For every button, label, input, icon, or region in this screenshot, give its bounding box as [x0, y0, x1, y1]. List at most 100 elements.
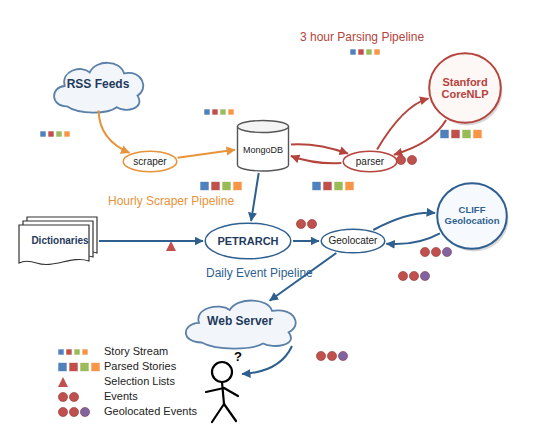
story-token: [374, 49, 380, 55]
data-token: [200, 182, 242, 191]
data-token: [166, 241, 176, 251]
process-ellipse-outline: [205, 223, 291, 259]
data-token: [396, 155, 416, 164]
flow-arrow: [178, 150, 236, 158]
legend-text: Story Stream: [104, 345, 168, 357]
parsed-token: [323, 182, 332, 191]
node-text-area: parser: [342, 150, 398, 173]
flow-arrow: [291, 144, 348, 153]
selection-token: [58, 377, 68, 387]
figure-leg: [212, 404, 224, 422]
process-ellipse: scraper: [122, 150, 178, 173]
node-text-area: Web Server: [176, 294, 304, 350]
service-circle: CLIFF Geolocation: [436, 182, 508, 250]
node-text-area: Geolocater: [320, 228, 386, 254]
node-text-area: RSS Feeds: [46, 56, 150, 114]
geo-event-token: [327, 351, 336, 360]
data-token: [58, 407, 89, 416]
data-token: [440, 130, 482, 139]
story-token: [74, 349, 80, 355]
event-token: [407, 155, 416, 164]
service-circle-outline: [437, 183, 507, 249]
figure-arm: [224, 388, 238, 396]
flow-arrow: [386, 233, 440, 244]
selection-token: [166, 241, 176, 251]
pipeline-label: Daily Event Pipeline: [206, 266, 313, 280]
data-token: [204, 109, 234, 115]
story-token: [82, 349, 88, 355]
data-token: [58, 349, 88, 355]
story-token: [220, 109, 226, 115]
story-token: [64, 131, 70, 137]
flow-arrow: [373, 213, 435, 230]
cylinder-top: [238, 121, 289, 133]
data-token: [58, 363, 100, 372]
story-token: [56, 131, 62, 137]
pipeline-label: 3 hour Parsing Pipeline: [300, 30, 424, 44]
geo-event-token: [316, 351, 325, 360]
legend-text: Events: [104, 390, 138, 402]
node-text-area: Stanford CoreNLP: [428, 52, 502, 124]
node-label: Stanford CoreNLP: [434, 76, 496, 101]
event-token: [396, 155, 405, 164]
figure-head: [212, 362, 232, 382]
story-token: [66, 349, 72, 355]
figure-body: [222, 382, 224, 404]
node-label: MongoDB: [243, 145, 283, 155]
story-token: [48, 131, 54, 137]
event-token: [296, 219, 305, 228]
process-ellipse-outline: [343, 151, 397, 172]
figure-leg: [224, 404, 236, 421]
flow-arrow: [99, 240, 203, 242]
geo-event-token: [431, 247, 440, 256]
geo-event-token: [442, 247, 451, 256]
data-token: [40, 131, 70, 137]
event-token: [69, 392, 78, 401]
stick-figure: [206, 362, 238, 422]
geo-event-token: [69, 407, 78, 416]
node-text-area: CLIFF Geolocation: [436, 182, 508, 250]
process-ellipse: parser: [342, 150, 398, 173]
story-token: [204, 109, 210, 115]
event-token: [58, 392, 67, 401]
source-cloud-outline: [54, 63, 143, 113]
story-token: [358, 49, 364, 55]
flow-arrow: [293, 240, 319, 242]
pipeline-label: Hourly Scraper Pipeline: [108, 194, 234, 208]
process-ellipse: Geolocater: [320, 228, 386, 254]
parsed-token: [473, 130, 482, 139]
geo-event-token: [338, 351, 347, 360]
story-token: [350, 49, 356, 55]
document-sheet: [19, 225, 89, 265]
parsed-token: [222, 182, 231, 191]
node-label: RSS Feeds: [67, 78, 130, 91]
flow-arrow: [291, 156, 341, 163]
parsed-token: [200, 182, 209, 191]
legend-text: Parsed Stories: [104, 360, 176, 372]
node-label: Geolocater: [329, 235, 378, 246]
data-token: [296, 219, 316, 228]
story-token: [228, 109, 234, 115]
parsed-token: [462, 130, 471, 139]
story-token: [366, 49, 372, 55]
geo-event-token: [420, 247, 429, 256]
geo-event-token: [420, 271, 429, 280]
node-label: CLIFF Geolocation: [439, 205, 505, 226]
server-cloud: Web Server: [176, 294, 304, 350]
legend-text: Selection Lists: [104, 375, 175, 387]
node-text-area: PETRARCH: [204, 222, 292, 260]
story-token: [212, 109, 218, 115]
service-circle: Stanford CoreNLP: [428, 52, 502, 124]
user-arrow: [242, 346, 292, 374]
parsed-token: [451, 130, 460, 139]
parsed-token: [334, 182, 343, 191]
flow-arrow: [377, 98, 428, 149]
server-cloud-outline: [186, 301, 296, 349]
data-token: [350, 49, 380, 55]
node-text-area: MongoDB: [236, 120, 290, 172]
figure-arm: [206, 388, 224, 392]
data-token: [316, 351, 347, 360]
parsed-token: [58, 363, 67, 372]
geo-event-token: [409, 271, 418, 280]
node-text-area: Dictionaries: [18, 216, 98, 266]
